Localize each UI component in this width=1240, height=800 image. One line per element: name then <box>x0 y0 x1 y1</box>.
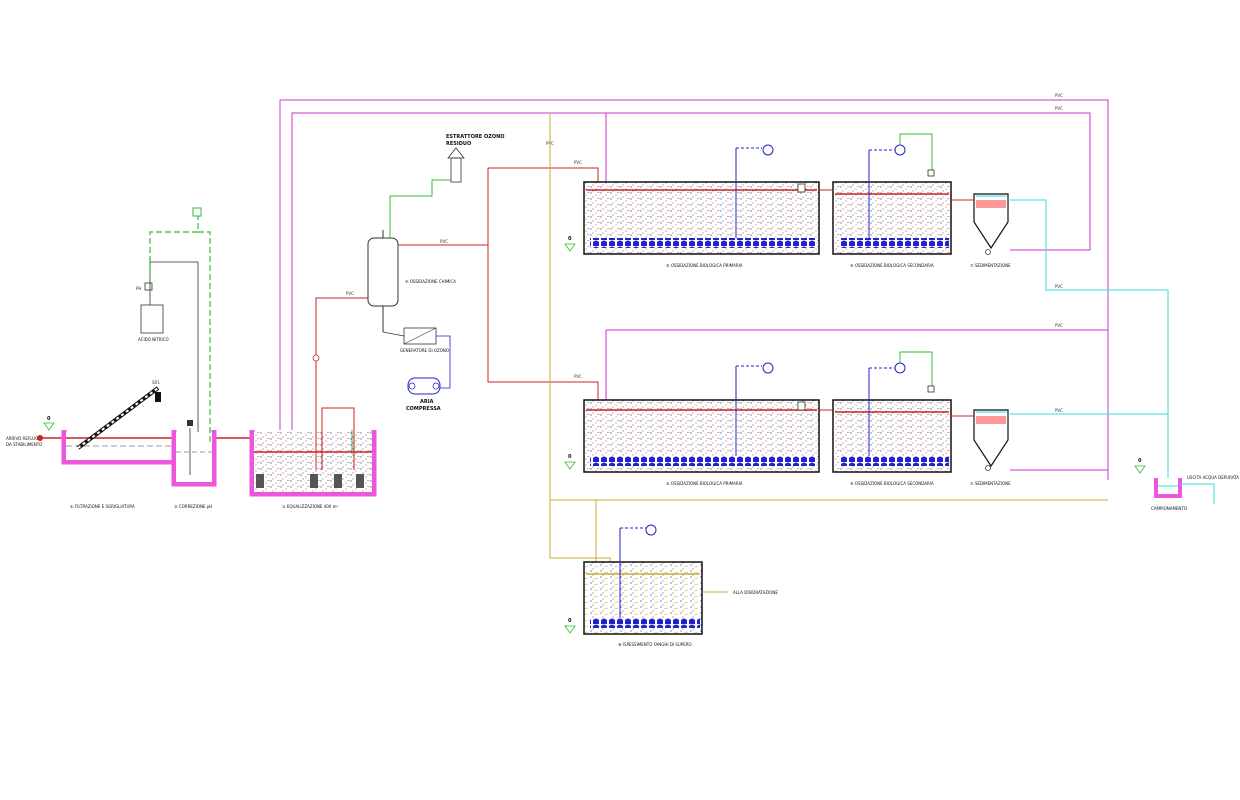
outlet-label: USCITA ACQUA DEPURATA <box>1187 475 1239 480</box>
acid-label: ACIDO NITRICO <box>138 337 169 342</box>
extractor-label-2: RESIDUO <box>446 141 471 147</box>
inlet-level-mark: 0 <box>47 416 51 422</box>
conveyor-tag: SR1 <box>152 380 160 385</box>
pvc-tag-1: PVC <box>346 291 354 296</box>
pvc-tag-7: PVC <box>1055 323 1063 328</box>
dosing-pump-icon-4[interactable] <box>894 362 906 374</box>
red-recycle-line <box>315 297 370 470</box>
equalization-tank <box>249 430 377 497</box>
pvc-tag-3: PVC <box>574 160 582 165</box>
unit-2-label: ② CORREZIONE pH <box>174 504 212 509</box>
cyan-water-line <box>1010 199 1169 478</box>
purple-return-line-inner <box>291 112 1091 430</box>
screw-conveyor-icon <box>76 386 161 450</box>
air-label-1: ARIA <box>420 399 434 405</box>
unit-7b-label: ⑦ SEDIMENTAZIONE <box>970 481 1011 486</box>
ph-meter-icon <box>192 207 202 217</box>
pvc-tag-9: PVC <box>1055 284 1063 289</box>
unit-3-label: ③ EQUALIZZAZIONE 400 m³ <box>282 504 338 509</box>
unit-7a-label: ⑦ SEDIMENTAZIONE <box>970 263 1011 268</box>
settler-a <box>951 193 1009 255</box>
extractor-label-1: ESTRATTORE OZONO <box>446 134 505 140</box>
dosing-pump-icon-2[interactable] <box>894 144 906 156</box>
inlet-label-1: ARRIVO REFLUO <box>6 436 38 441</box>
unit-5a-label: ⑤ OSSIDAZIONE BIOLOGICA PRIMARIA <box>666 263 743 268</box>
inlet-valve-icon[interactable] <box>37 435 43 441</box>
inlet-label-2: DA STABILIMENTO <box>6 442 42 447</box>
pvc-tag-2: PVC <box>440 239 448 244</box>
compressor-icon <box>407 377 441 395</box>
primary-bio-tank-a <box>583 144 820 255</box>
air-label-2: COMPRESSA <box>406 406 441 412</box>
sludge-thickener <box>583 524 728 635</box>
unit-1-label: ① FILTRAZIONE E SGRIGLIATURA <box>70 504 135 509</box>
ozone-reactor: ④ OSSIDAZIONE CHIMICA <box>367 230 456 332</box>
secondary-bio-tank-b <box>820 351 952 473</box>
dosing-pump-icon-5[interactable] <box>645 524 657 536</box>
unit-4-label: ④ OSSIDAZIONE CHIMICA <box>405 279 456 284</box>
extractor-icon <box>450 157 462 183</box>
ozone-generator: GENERATORE DI OZONO <box>382 327 451 389</box>
ozone-column-icon <box>367 237 399 307</box>
pvc-tag-6: PVC <box>1055 106 1063 111</box>
ozone-extractor: ESTRATTORE OZONO RESIDUO <box>389 134 505 238</box>
sampling-tank <box>1154 478 1215 504</box>
secondary-bio-tank-a <box>820 133 952 255</box>
level-icon <box>43 422 55 431</box>
acid-tank-icon <box>140 304 164 334</box>
level-mark-b: 0 <box>568 454 572 460</box>
primary-bio-tank-b <box>583 362 820 473</box>
compressor: ARIA COMPRESSA <box>406 377 441 412</box>
ph-tank <box>171 420 217 487</box>
unit-6a-label: ⑥ OSSIDAZIONE BIOLOGICA SECONDARIA <box>850 263 934 268</box>
dosing-pump-icon-3[interactable] <box>762 362 774 374</box>
sampling-label: CAMPIONAMENTO <box>1151 506 1187 511</box>
dosing-pump-icon[interactable] <box>762 144 774 156</box>
filtration-tank: SR1 <box>61 380 177 465</box>
ph-tag: PH <box>136 286 141 291</box>
unit-8-label: ⑧ ISPESSIMENTO FANGHI DI SUPERO <box>618 642 692 647</box>
unit-6b-label: ⑥ OSSIDAZIONE BIOLOGICA SECONDARIA <box>850 481 934 486</box>
unit-5b-label: ⑤ OSSIDAZIONE BIOLOGICA PRIMARIA <box>666 481 743 486</box>
red-feed-line <box>487 168 599 408</box>
pvc-tag-4: PVC <box>574 374 582 379</box>
level-mark-c: 0 <box>568 618 572 624</box>
dewatering-label: ALLA DISIDRATAZIONE <box>733 590 778 595</box>
acid-dosing-group: PH ACIDO NITRICO <box>136 207 211 442</box>
pvc-tag-10: PVC <box>1055 408 1063 413</box>
level-mark-d: 0 <box>1138 458 1142 464</box>
level-mark-a: 0 <box>568 236 572 242</box>
generator-label: GENERATORE DI OZONO <box>400 348 449 353</box>
pvc-tag-5: PVC <box>1055 93 1063 98</box>
settler-b <box>951 409 1009 471</box>
